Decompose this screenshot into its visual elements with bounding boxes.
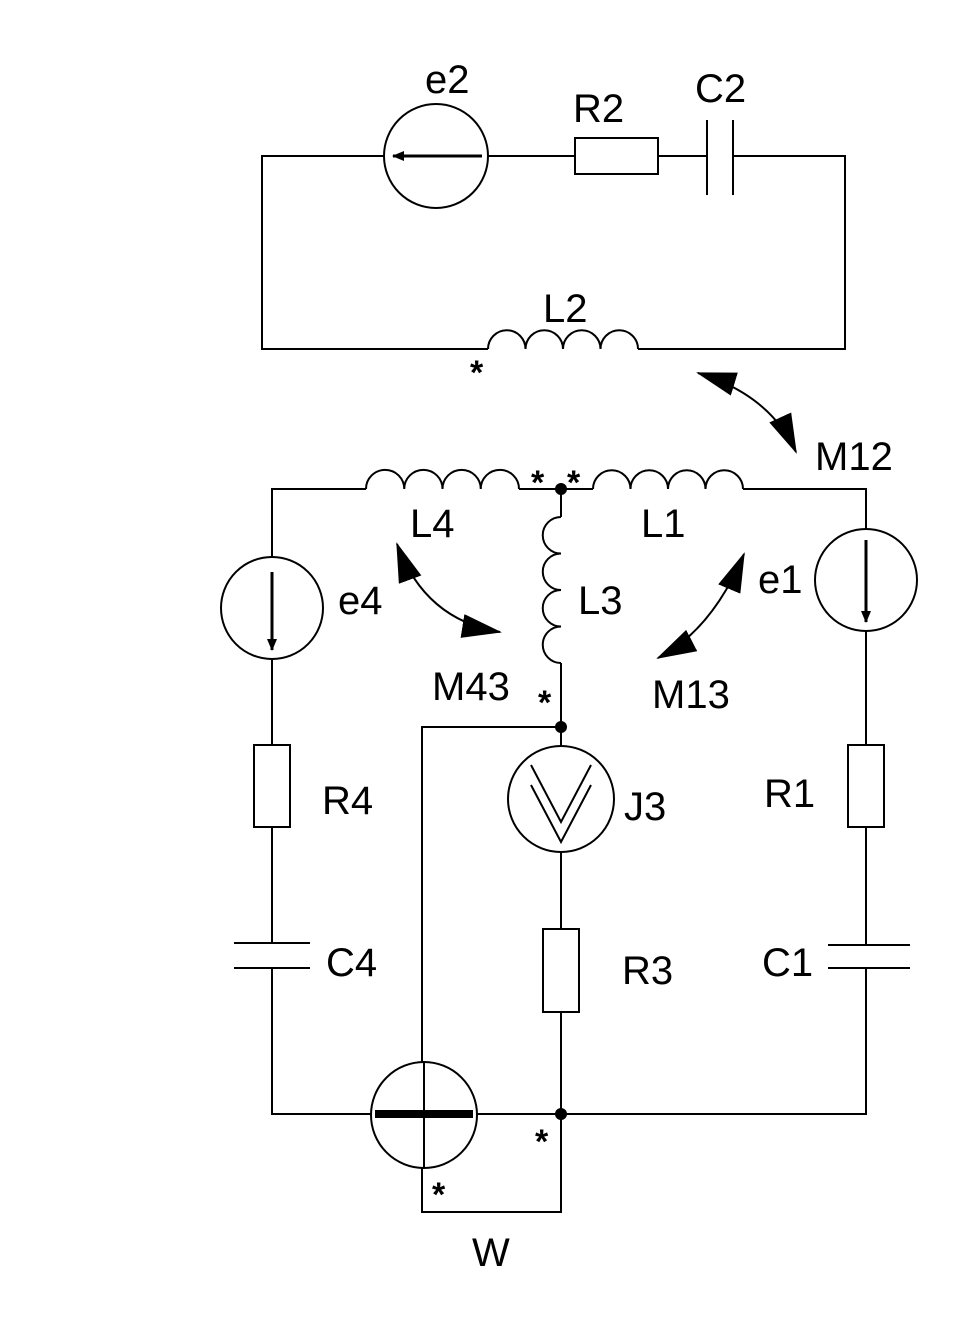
inductor-l1 [592, 469, 744, 490]
label-r1: R1 [764, 772, 815, 816]
current-source-j3 [507, 745, 615, 853]
coupling-arrow-m43 [396, 542, 502, 638]
capacitor-c2 [706, 120, 734, 195]
polarity-mark-wattmeter-voltage: * [432, 1176, 446, 1214]
polarity-mark-l3: * [538, 684, 552, 722]
polarity-mark-l1: * [567, 464, 581, 502]
polarity-mark-wattmeter-current: * [535, 1123, 549, 1161]
junction-node-middle [555, 721, 567, 733]
label-e4: e4 [338, 579, 383, 623]
resistor-r4 [253, 744, 291, 828]
top-loop: e2 R2 C2 L2 * [261, 58, 846, 392]
wire-right-branch [561, 488, 867, 1115]
polarity-mark-l2: * [470, 354, 484, 392]
wire-top-loop [261, 155, 846, 350]
lower-circuit: L4 * L1 * L3 * e4 e1 M43 M13 [220, 464, 918, 1275]
wire-left-branch [271, 488, 373, 1115]
source-e2 [383, 103, 489, 209]
wattmeter-w [370, 1061, 478, 1169]
inductor-l4 [365, 468, 520, 490]
label-r2: R2 [573, 87, 624, 131]
wire-wattmeter-voltage [421, 726, 561, 1062]
label-m13: M13 [652, 673, 730, 717]
label-r4: R4 [322, 779, 373, 823]
resistor-r3 [542, 928, 580, 1013]
junction-node-top [555, 483, 567, 495]
label-l4: L4 [410, 502, 455, 546]
label-j3: J3 [624, 785, 666, 829]
label-c4: C4 [326, 941, 377, 985]
label-l2: L2 [543, 287, 588, 331]
capacitor-c4 [234, 942, 310, 969]
inductor-l3 [541, 516, 562, 664]
label-l3: L3 [578, 579, 623, 623]
coupling-arrow-m13 [656, 552, 745, 659]
label-c2: C2 [695, 67, 746, 111]
polarity-mark-l4: * [531, 464, 545, 502]
label-r3: R3 [622, 949, 673, 993]
label-m12: M12 [815, 435, 893, 479]
label-m43: M43 [432, 665, 510, 709]
inductor-l2 [487, 329, 639, 350]
source-e4 [220, 556, 324, 660]
source-e1 [814, 528, 918, 632]
label-c1: C1 [762, 941, 813, 985]
resistor-r2 [574, 137, 659, 175]
junction-node-bottom [555, 1108, 567, 1120]
label-e1: e1 [758, 558, 803, 602]
capacitor-c1 [828, 944, 910, 969]
resistor-r1 [847, 744, 885, 828]
label-l1: L1 [641, 502, 686, 546]
label-w: W [472, 1231, 510, 1275]
coupling-arrow-m12 [696, 372, 797, 454]
label-e2: e2 [425, 58, 470, 102]
